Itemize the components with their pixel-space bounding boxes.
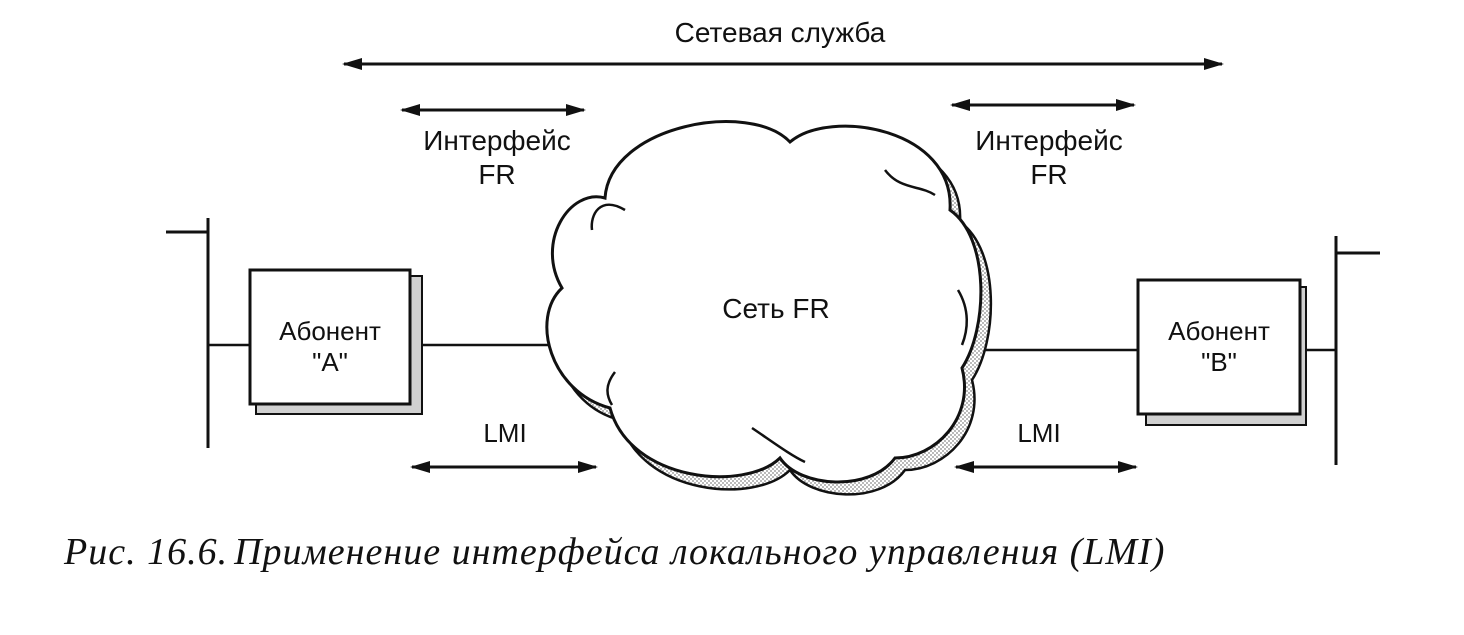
lmi-left-label: LMI <box>483 418 527 448</box>
subscriber-a-label: Абонент "A" <box>250 316 410 378</box>
lmi-right-label: LMI <box>1017 418 1061 448</box>
interface-right-line-2: FR <box>1030 158 1068 190</box>
right-bus <box>1304 236 1380 465</box>
interface-left-line-1: Интерфейс <box>423 125 571 156</box>
subscriber-a-line-2: "A" <box>312 347 348 378</box>
interface-left-label: Интерфейс FR <box>392 124 602 191</box>
left-bus <box>166 218 252 448</box>
subscriber-a-box <box>248 268 423 415</box>
subscriber-b-box <box>1136 278 1307 426</box>
network-service-label: Сетевая служба <box>674 17 886 48</box>
subscriber-b-line-1: Абонент <box>1168 316 1270 346</box>
figure-number: Рис. 16.6. <box>64 531 229 573</box>
interface-right-line-1: Интерфейс <box>975 125 1123 156</box>
figure-caption-text: Применение интерфейса локального управле… <box>234 531 1166 573</box>
interface-left-line-2: FR <box>478 158 516 190</box>
figure-caption: Рис. 16.6.Применение интерфейса локально… <box>64 530 1165 574</box>
network-cloud <box>545 120 983 484</box>
subscriber-b-label: Абонент "B" <box>1138 316 1300 378</box>
subscriber-b-line-2: "B" <box>1201 347 1237 378</box>
network-label: Сеть FR <box>722 293 830 324</box>
subscriber-a-line-1: Абонент <box>279 316 381 346</box>
interface-right-label: Интерфейс FR <box>944 124 1154 191</box>
